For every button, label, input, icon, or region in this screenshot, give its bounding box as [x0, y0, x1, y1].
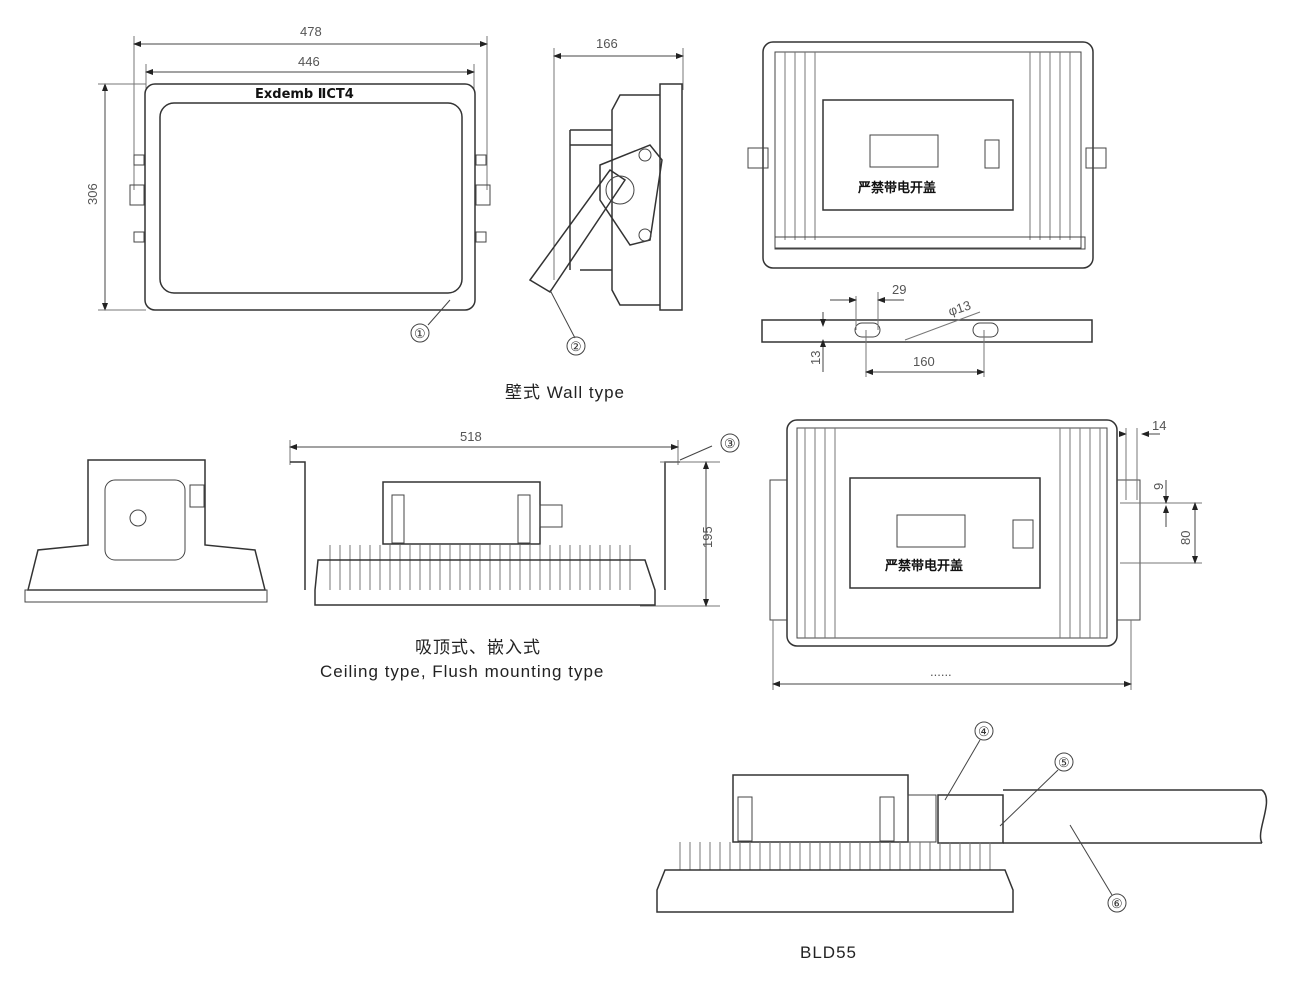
warning-label: 严禁带电开盖 [857, 180, 936, 196]
flush-view: 严禁带电开盖 14 9 80 ...... [769, 418, 1202, 690]
pole-mount-view: ④ ⑤ ⑥ [656, 721, 1268, 913]
ceiling-caption-cn: 吸顶式、嵌入式 [415, 638, 541, 657]
dim-flush-width: ...... [930, 664, 952, 679]
ceiling-caption-en: Ceiling type, Flush mounting type [320, 662, 604, 681]
model-caption: BLD55 [800, 943, 857, 962]
ceiling-end-view [24, 459, 268, 603]
dim-hole: φ13 [946, 298, 972, 319]
dim-spacing: 80 [1178, 531, 1193, 545]
ceiling-side-view: 518 195 ③ [289, 429, 740, 607]
dim-ceiling-height: 195 [700, 526, 715, 548]
dim-slot-height: 13 [808, 351, 823, 365]
dim-offset: 9 [1151, 483, 1166, 490]
callout-1: ① [414, 326, 426, 341]
dim-slot-width: 29 [892, 282, 906, 297]
callout-4: ④ [978, 724, 990, 739]
dim-hole-spacing: 160 [913, 354, 935, 369]
flush-warning-label: 严禁带电开盖 [884, 558, 963, 574]
dim-ceiling-width: 518 [460, 429, 482, 444]
dim-height: 306 [85, 183, 100, 205]
back-view: 严禁带电开盖 [747, 41, 1107, 269]
bracket-view: 29 φ13 13 160 [761, 282, 1093, 377]
callout-5: ⑤ [1058, 755, 1070, 770]
dim-flange: 14 [1152, 418, 1166, 433]
ex-marking: Exdemb ⅡCT4 [255, 87, 354, 102]
side-view: 166 ② [528, 36, 684, 356]
dim-width-inner: 446 [298, 54, 320, 69]
callout-6: ⑥ [1111, 896, 1123, 911]
dim-width-outer: 478 [300, 24, 322, 39]
callout-2: ② [570, 339, 582, 354]
dim-depth: 166 [596, 36, 618, 51]
callout-3: ③ [724, 436, 736, 451]
wall-type-caption: 壁式 Wall type [505, 383, 625, 402]
front-view: 478 446 306 Exdemb ⅡCT4 ① [85, 24, 491, 343]
